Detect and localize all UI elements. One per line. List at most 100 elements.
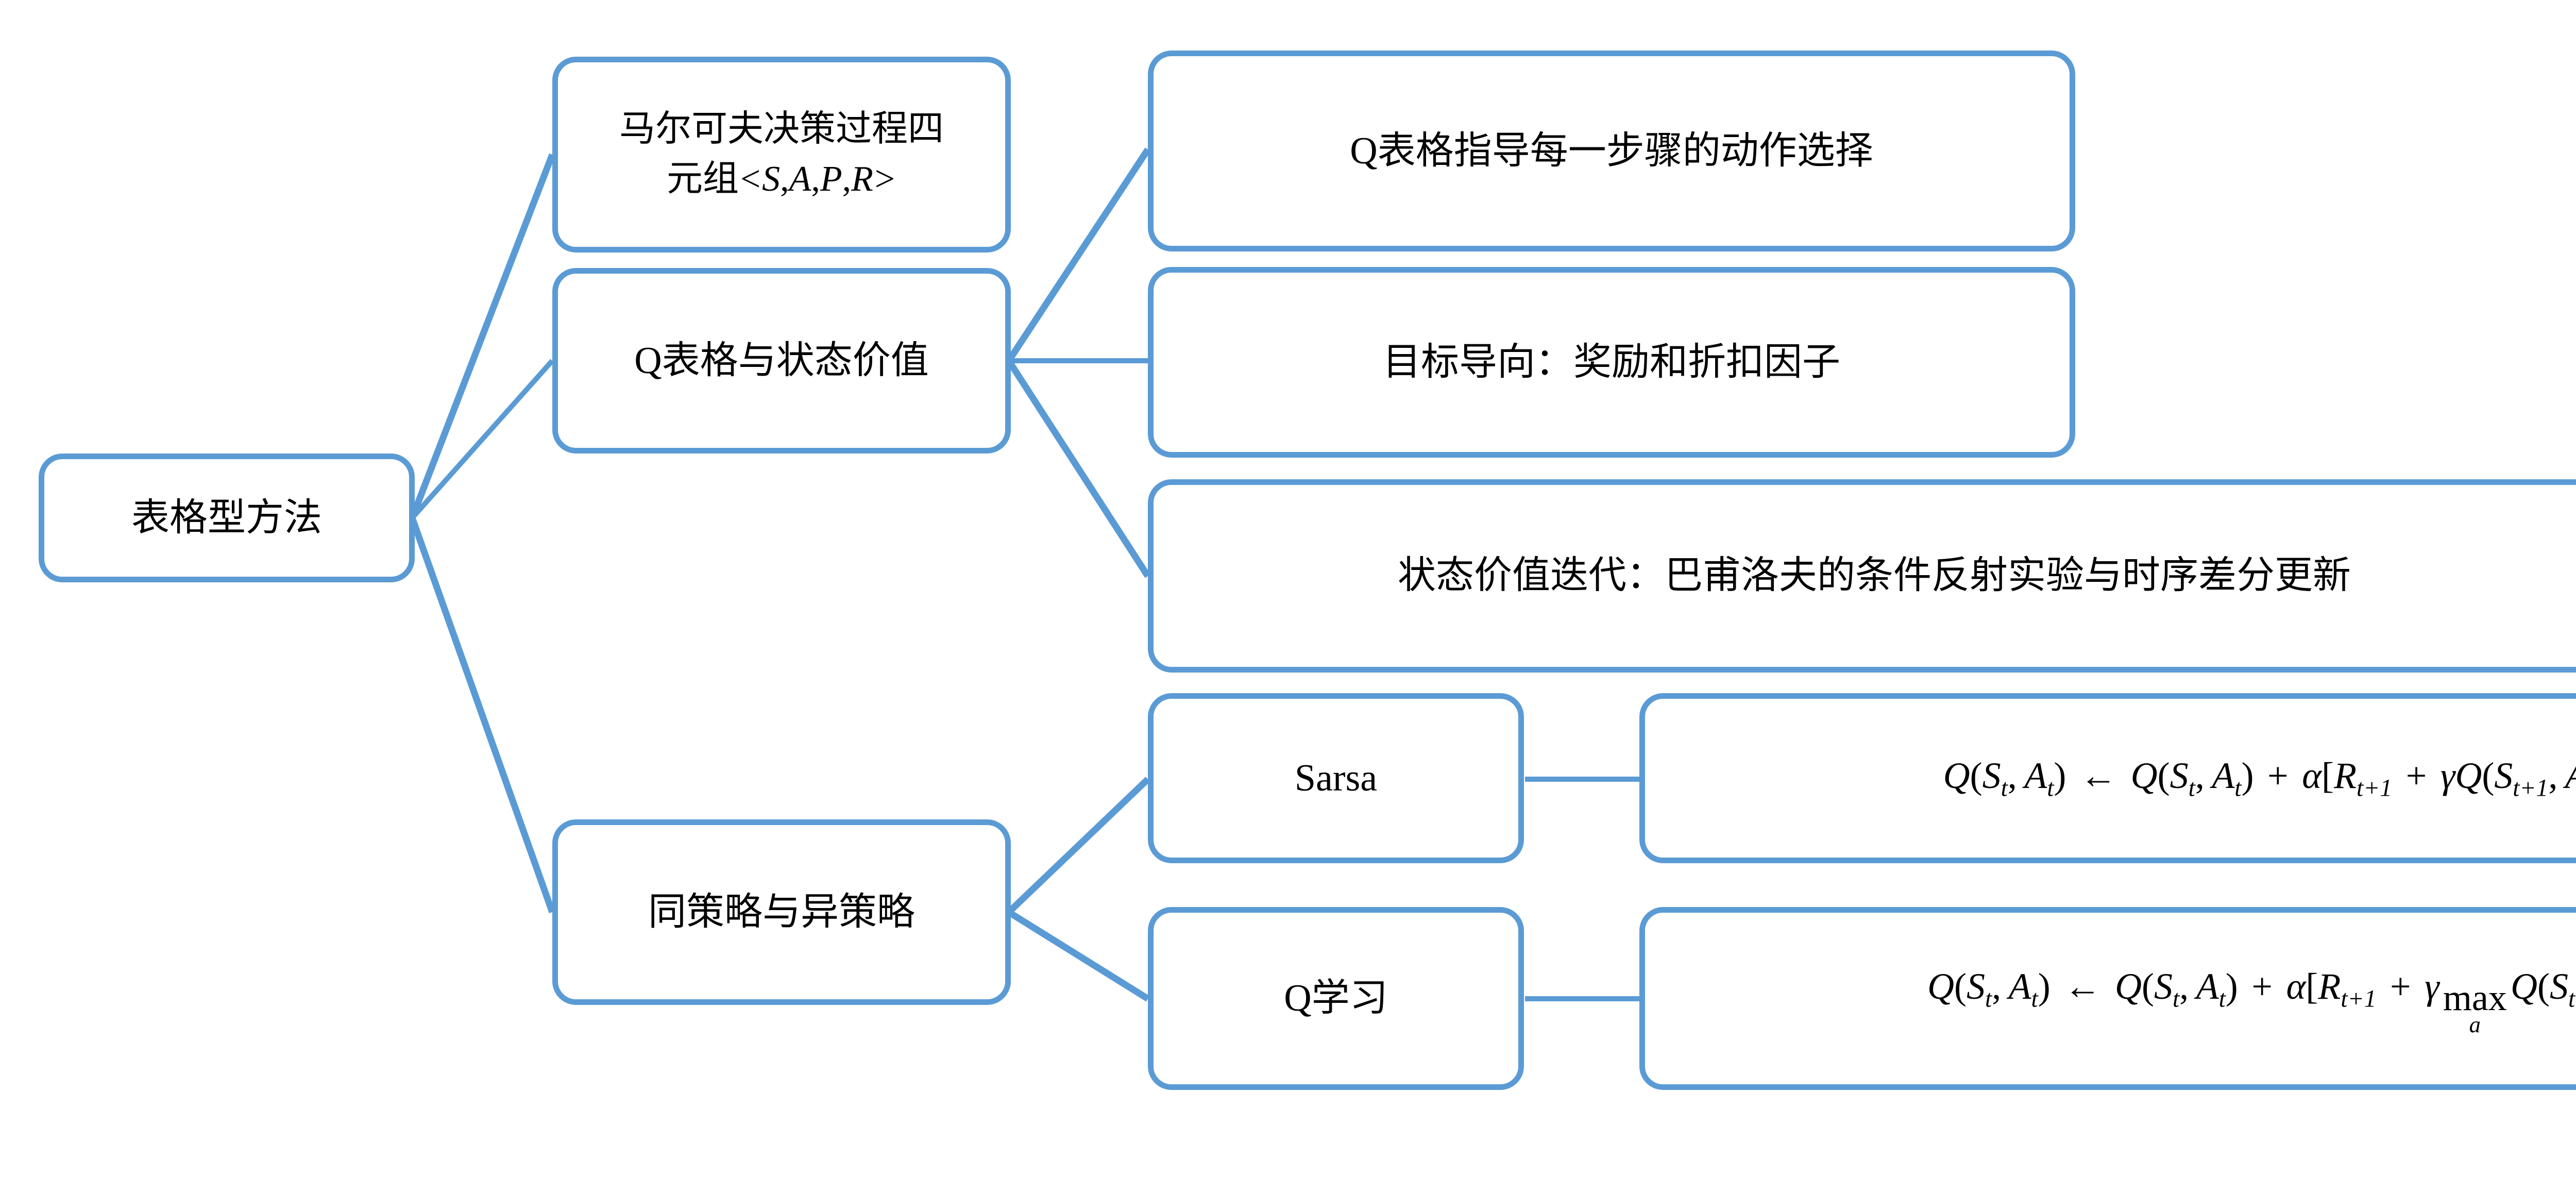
ql-tok-S-2: S xyxy=(2154,966,2173,1008)
ql-sub-t-1: t xyxy=(1985,986,1992,1013)
link-policy-to-sarsa xyxy=(1006,777,1150,915)
sarsa-sub-t-4: t xyxy=(2234,775,2242,802)
sarsa-sub-t-2: t xyxy=(2047,775,2054,802)
mdp-symbol-R: R xyxy=(851,159,873,199)
sarsa-tok-Q-3: Q xyxy=(2455,755,2482,797)
mdp-comma-3: , xyxy=(842,159,852,199)
sarsa-tok-comma-3: , xyxy=(2548,755,2558,797)
ql-tok-lparen-3: ( xyxy=(2537,966,2550,1008)
ql-tok-A-1: A xyxy=(2008,966,2031,1008)
link-policy-to-qlearning xyxy=(1007,909,1150,1002)
sarsa-tok-S-3: S xyxy=(2494,755,2513,797)
node-leaf-q-guide[interactable]: Q表格指导每一步骤的动作选择 xyxy=(1148,51,2075,251)
sarsa-tok-S-1: S xyxy=(1982,755,2001,797)
ql-tok-Q-3: Q xyxy=(2511,966,2537,1008)
ql-tok-lparen-1: ( xyxy=(1954,966,1967,1008)
ql-tok-alpha: α xyxy=(2286,966,2306,1008)
sarsa-tok-A-2: A xyxy=(2212,755,2235,797)
mdp-comma-1: , xyxy=(780,159,789,199)
node-formula-sarsa[interactable]: Q(St, At) ← Q(St, At) + α[Rt+1 + γQ(St+1… xyxy=(1639,693,2576,863)
node-root-label: 表格型方法 xyxy=(131,496,322,539)
ql-sub-t-2: t xyxy=(2031,986,2038,1013)
ql-tok-plus-1: + xyxy=(2251,966,2273,1008)
formula-sarsa-expression: Q(St, At) ← Q(St, At) + α[Rt+1 + γQ(St+1… xyxy=(1656,750,2576,805)
node-leaf-goal[interactable]: 目标导向：奖励和折扣因子 xyxy=(1148,267,2075,458)
mdp-angle-open: < xyxy=(740,159,761,199)
sarsa-tok-gamma: γ xyxy=(2440,755,2455,797)
sarsa-tok-plus-2: + xyxy=(2405,755,2427,797)
sarsa-tok-lparen-1: ( xyxy=(1970,755,1982,797)
node-branch-mdp-text: 马尔可夫决策过程四 元组<S,A,P,R> xyxy=(569,105,994,204)
sarsa-tok-Q-2: Q xyxy=(2130,755,2158,797)
mdp-symbol-S: S xyxy=(762,159,781,199)
sarsa-sub-t-1: t xyxy=(2001,775,2008,802)
ql-tok-rparen-2: ) xyxy=(2225,966,2238,1008)
ql-tok-plus-2: + xyxy=(2390,966,2411,1008)
sarsa-tok-plus-1: + xyxy=(2267,755,2289,797)
node-branch-mdp[interactable]: 马尔可夫决策过程四 元组<S,A,P,R> xyxy=(552,57,1011,253)
ql-sub-t-3: t xyxy=(2172,986,2180,1013)
ql-tok-max-subscript-a: a xyxy=(2469,1012,2481,1038)
ql-tok-arrow: ← xyxy=(2064,966,2102,1008)
ql-tok-Q-2: Q xyxy=(2114,966,2142,1008)
ql-sub-t1-1: t+1 xyxy=(2341,986,2377,1013)
mdp-symbol-A: A xyxy=(789,159,811,199)
sarsa-sub-t1-2: t+1 xyxy=(2513,775,2549,802)
ql-tok-A-2: A xyxy=(2196,966,2219,1008)
ql-tok-S-1: S xyxy=(1966,966,1985,1008)
sarsa-tok-alpha: α xyxy=(2302,755,2322,797)
sarsa-tok-comma-2: , xyxy=(2195,755,2205,797)
node-root-tabular-methods[interactable]: 表格型方法 xyxy=(39,454,415,582)
ql-tok-comma-2: , xyxy=(2179,966,2189,1008)
mdp-line-2-prefix: 元组 xyxy=(667,159,739,199)
ql-tok-S-3: S xyxy=(2549,966,2568,1008)
ql-tok-R: R xyxy=(2318,966,2341,1008)
mdp-comma-2: , xyxy=(811,159,820,199)
sarsa-tok-lparen-3: ( xyxy=(2482,755,2495,797)
node-branch-policy[interactable]: 同策略与异策略 xyxy=(552,819,1011,1005)
sarsa-tok-rparen-2: ) xyxy=(2241,755,2254,797)
sarsa-tok-S-2: S xyxy=(2170,755,2189,797)
ql-tok-Q-1: Q xyxy=(1927,966,1954,1008)
link-root-to-policy xyxy=(409,516,556,914)
sarsa-sub-t-3: t xyxy=(2188,775,2195,802)
node-leaf-value-iteration[interactable]: 状态价值迭代：巴甫洛夫的条件反射实验与时序差分更新 xyxy=(1148,479,2576,673)
sarsa-tok-A-1: A xyxy=(2024,755,2047,797)
mdp-angle-close: > xyxy=(874,159,895,199)
ql-tok-lbrack: [ xyxy=(2306,966,2318,1008)
node-branch-qtable[interactable]: Q表格与状态价值 xyxy=(552,268,1011,454)
ql-sub-t-4: t xyxy=(2218,986,2226,1013)
sarsa-tok-arrow: ← xyxy=(2080,755,2117,797)
node-branch-qtable-label: Q表格与状态价值 xyxy=(634,339,929,382)
node-leaf-qlearning-label: Q学习 xyxy=(1284,977,1388,1020)
node-leaf-value-iteration-label: 状态价值迭代：巴甫洛夫的条件反射实验与时序差分更新 xyxy=(1398,555,2351,597)
ql-tok-gamma: γ xyxy=(2425,966,2439,1008)
sarsa-tok-lbrack: [ xyxy=(2321,755,2334,797)
node-leaf-goal-label: 目标导向：奖励和折扣因子 xyxy=(1383,341,1840,383)
node-branch-policy-label: 同策略与异策略 xyxy=(648,891,915,933)
sarsa-tok-A-3: A xyxy=(2565,755,2576,796)
ql-tok-rparen-1: ) xyxy=(2038,966,2050,1008)
link-qtable-to-qguide xyxy=(1006,147,1151,363)
node-leaf-qlearning[interactable]: Q学习 xyxy=(1148,907,1524,1090)
ql-sub-t1-2: t+1 xyxy=(2568,986,2576,1013)
link-qtable-to-valueiter xyxy=(1006,359,1151,578)
node-leaf-sarsa[interactable]: Sarsa xyxy=(1148,693,1524,863)
ql-tok-comma-1: , xyxy=(1992,966,2002,1008)
sarsa-tok-rparen-1: ) xyxy=(2054,755,2066,797)
sarsa-tok-Q-1: Q xyxy=(1943,755,1970,797)
node-leaf-q-guide-label: Q表格指导每一步骤的动作选择 xyxy=(1350,129,1873,172)
sarsa-tok-lparen-2: ( xyxy=(2157,755,2170,797)
mdp-line-1: 马尔可夫决策过程四 xyxy=(619,109,944,149)
ql-tok-max: max xyxy=(2443,977,2507,1018)
link-root-to-qtable xyxy=(410,359,554,520)
sarsa-tok-R: R xyxy=(2334,755,2357,797)
link-root-to-mdp xyxy=(409,153,556,519)
mdp-symbol-P: P xyxy=(820,159,842,199)
node-leaf-sarsa-label: Sarsa xyxy=(1294,757,1378,799)
ql-tok-lparen-2: ( xyxy=(2141,966,2154,1008)
